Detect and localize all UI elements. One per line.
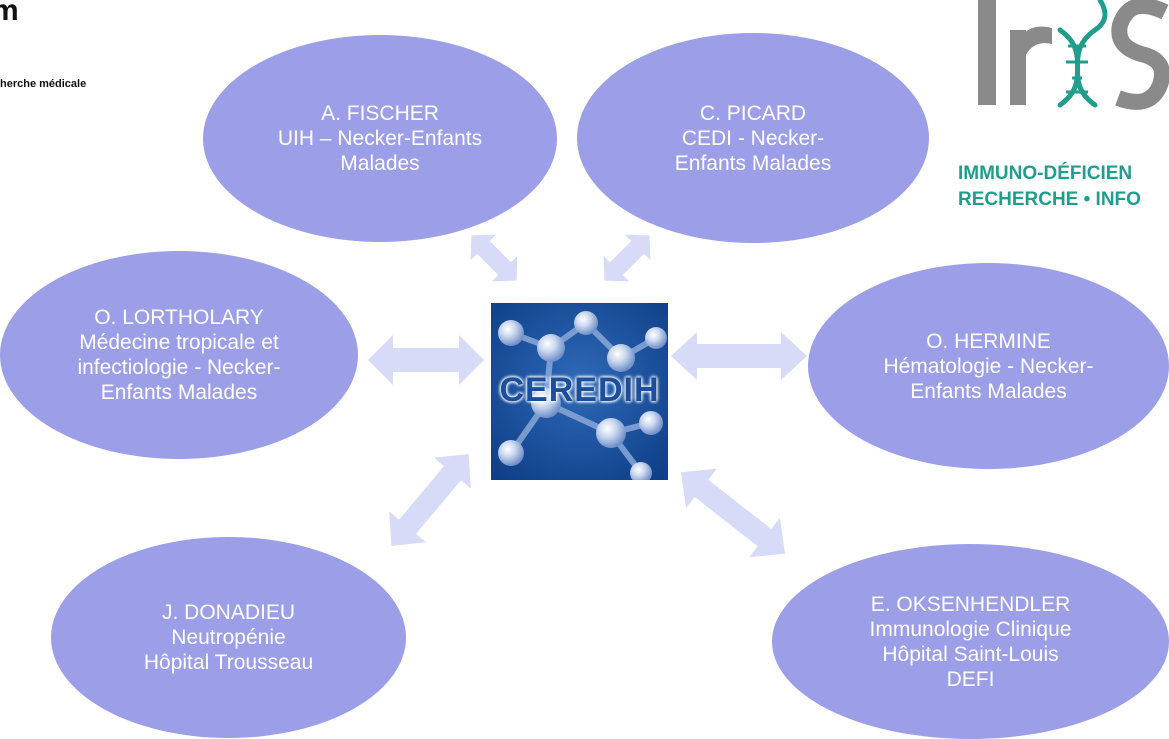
node-hermine-name: O. HERMINE [926, 329, 1051, 353]
node-oksenhendler-name: E. OKSENHENDLER [870, 592, 1071, 616]
arrow-picard [603, 234, 651, 282]
node-oksenhendler-line-1: Immunologie Clinique [869, 617, 1072, 641]
ceredih-logo: CEREDIH [491, 303, 668, 480]
ceredih-label: CEREDIH [499, 371, 660, 409]
node-lortholary-name: O. LORTHOLARY [94, 306, 264, 329]
node-fischer: A. FISCHER UIH – Necker-Enfants Malades [203, 35, 557, 242]
node-donadieu-line-1: Neutropénie [171, 626, 286, 649]
node-donadieu-line-2: Hôpital Trousseau [143, 651, 314, 674]
iris-wordmark-graphic [978, 0, 1169, 110]
molecule-graphic [491, 303, 668, 480]
node-fischer-line-1: UIH – Necker-Enfants [277, 127, 483, 150]
node-hermine-line-1: Hématologie - Necker- [883, 354, 1094, 378]
node-lortholary-line-2: infectiologie - Necker- [77, 356, 281, 379]
node-oksenhendler-line-3: DEFI [946, 667, 995, 691]
iris-tagline-line-1: IMMUNO-DÉFICIEN [958, 163, 1133, 184]
inserm-logo: m [0, 0, 20, 27]
node-picard-line-1: CEDI - Necker- [681, 126, 825, 150]
arrow-donadieu [389, 454, 471, 546]
node-fischer-line-2: Malades [340, 152, 420, 175]
iris-tagline-line-2: RECHERCHE • INFO [958, 189, 1141, 210]
node-hermine: O. HERMINE Hématologie - Necker- Enfants… [808, 263, 1169, 469]
node-lortholary: O. LORTHOLARY Médecine tropicale et infe… [0, 251, 358, 459]
inserm-caption: herche médicale [0, 78, 87, 90]
node-lortholary-line-3: Enfants Malades [100, 381, 258, 404]
node-picard: C. PICARD CEDI - Necker- Enfants Malades [577, 33, 929, 243]
node-donadieu-name: J. DONADIEU [161, 601, 295, 624]
node-picard-name: C. PICARD [699, 101, 807, 125]
node-oksenhendler-line-2: Hôpital Saint-Louis [882, 642, 1059, 666]
node-fischer-name: A. FISCHER [321, 102, 439, 125]
arrow-hermine [671, 332, 807, 380]
node-donadieu: J. DONADIEU Neutropénie Hôpital Troussea… [51, 537, 406, 738]
arrow-lortholary [368, 335, 484, 385]
arrow-oksenhendler [680, 468, 786, 558]
node-lortholary-line-1: Médecine tropicale et [79, 331, 279, 354]
node-picard-line-2: Enfants Malades [674, 151, 832, 175]
node-hermine-line-2: Enfants Malades [910, 379, 1067, 403]
arrow-fischer [470, 234, 518, 282]
node-oksenhendler: E. OKSENHENDLER Immunologie Clinique Hôp… [772, 544, 1169, 739]
iris-logo [960, 0, 1169, 120]
